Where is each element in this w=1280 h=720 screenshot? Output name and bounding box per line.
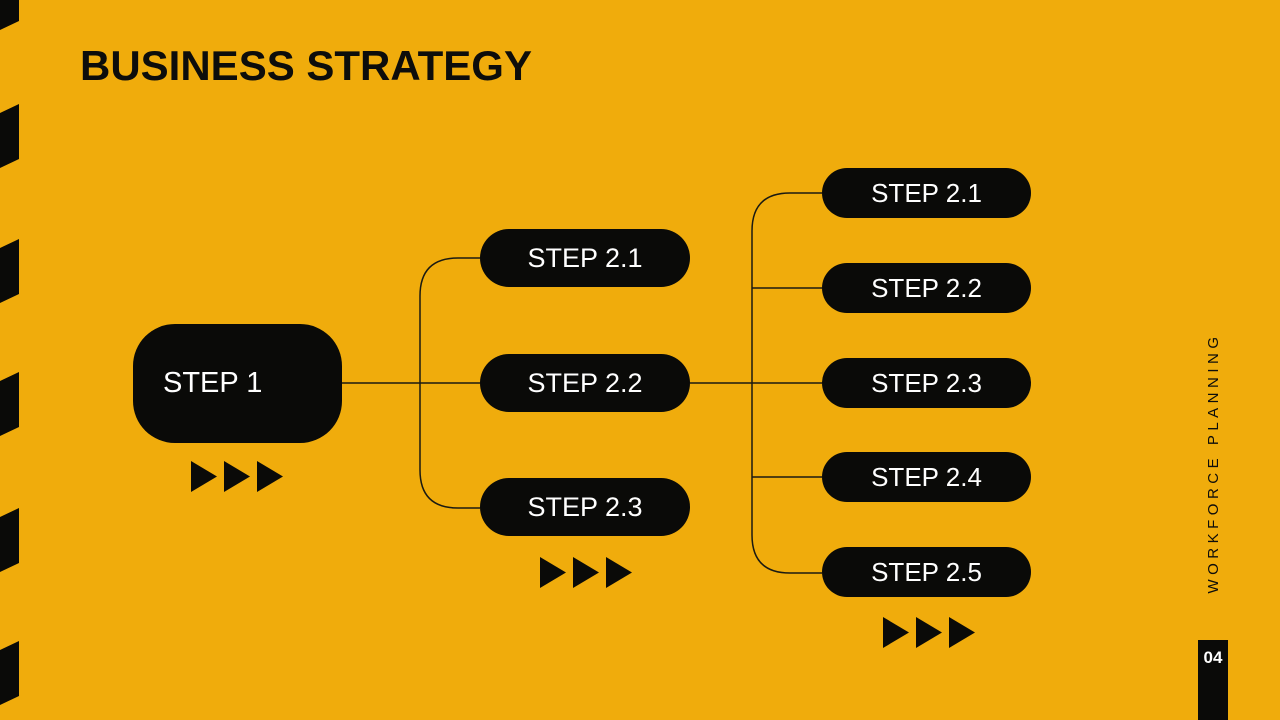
play-arrow-icon [573, 557, 599, 588]
node-label: STEP 2.1 [527, 242, 643, 273]
node-label: STEP 2.1 [871, 177, 982, 208]
node-label: STEP 2.2 [527, 367, 643, 398]
diagram-node-step1: STEP 1 [133, 324, 342, 443]
edge-stripe-icon [0, 239, 19, 303]
play-arrow-icon [916, 617, 942, 648]
slide-title: BUSINESS STRATEGY [80, 42, 532, 89]
diagram-node-step3-3: STEP 2.3 [822, 358, 1031, 408]
play-arrow-icon [224, 461, 250, 492]
edge-stripe-icon [0, 508, 19, 572]
edge-stripe-icon [0, 372, 19, 436]
edge-stripe-icon [0, 641, 19, 705]
play-arrow-icon [191, 461, 217, 492]
diagram-node-step3-2: STEP 2.2 [822, 263, 1031, 313]
diagram-node-step3-1: STEP 2.1 [822, 168, 1031, 218]
play-arrow-icon [883, 617, 909, 648]
chevron-arrows [191, 461, 283, 492]
node-label: STEP 1 [163, 367, 263, 399]
play-arrow-icon [606, 557, 632, 588]
edge-stripe-icon [0, 104, 19, 168]
diagram-node-step3-4: STEP 2.4 [822, 452, 1031, 502]
diagram-node-step3-5: STEP 2.5 [822, 547, 1031, 597]
diagram-node-step2-3: STEP 2.3 [480, 478, 690, 536]
node-label: STEP 2.2 [871, 272, 982, 303]
node-label: STEP 2.3 [527, 491, 643, 522]
page-number: 04 [1203, 648, 1223, 667]
chevron-arrows [540, 557, 632, 588]
page-number-tab: 04 [1198, 640, 1228, 720]
node-label: STEP 2.4 [871, 461, 982, 492]
node-label: STEP 2.5 [871, 556, 982, 587]
diagram-node-step2-2: STEP 2.2 [480, 354, 690, 412]
play-arrow-icon [540, 557, 566, 588]
play-arrow-icon [257, 461, 283, 492]
edge-stripe-icon [0, 0, 19, 30]
diagram-node-step2-1: STEP 2.1 [480, 229, 690, 287]
chevron-arrows [883, 617, 975, 648]
side-label: WORKFORCE PLANNING [1205, 332, 1222, 594]
node-label: STEP 2.3 [871, 367, 982, 398]
play-arrow-icon [949, 617, 975, 648]
